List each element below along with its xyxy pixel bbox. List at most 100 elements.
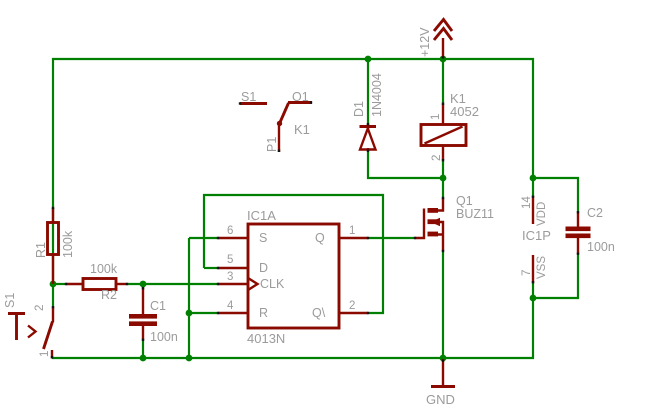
k1-value: 4052 [450, 104, 479, 119]
ic1a-label-q: Q [315, 231, 325, 245]
ic1a-pin4-num: 4 [227, 300, 234, 312]
gnd-symbol[interactable]: GND [426, 359, 455, 407]
ic1a-label-qn: Q\ [312, 306, 326, 320]
ic1a-body [246, 222, 341, 330]
d1-ref: D1 [352, 101, 366, 117]
pin-connection-ticks [50, 56, 580, 362]
c2-ref: C2 [587, 206, 603, 220]
relay-coil-k1[interactable]: K1 4052 1 2 [419, 91, 479, 161]
switch-s1[interactable]: S1 2 1 [3, 293, 55, 359]
wire-c2-top[interactable] [533, 176, 580, 212]
q1-channel-bar [427, 231, 438, 237]
k1-ref: K1 [450, 91, 466, 106]
ic1a-label-s: S [259, 231, 267, 245]
junction-dot [139, 354, 147, 362]
q1-source-lead [438, 220, 445, 251]
s1-ref: S1 [3, 293, 17, 308]
resistor-r1[interactable]: R1 100k [34, 208, 75, 284]
capacitor-c1[interactable]: C1 100n [129, 287, 178, 344]
ic1a-pin1-num: 1 [349, 225, 355, 237]
wire-left-top-rail[interactable] [51, 57, 535, 284]
wire-d-qn-loop[interactable] [202, 193, 385, 315]
contact-terminal-s: S1 [241, 90, 256, 104]
pin-tick [51, 306, 55, 309]
junction-dot [139, 280, 147, 288]
mosfet-q1[interactable]: Q1 BUZ11 [415, 194, 494, 251]
pin-tick [366, 236, 370, 240]
ic1p-vdd-num: 14 [521, 196, 533, 209]
r1-value: 100k [61, 230, 75, 258]
relay-contact-k1[interactable]: S1 O1 K1 P1 [240, 90, 312, 152]
pin-tick [441, 102, 445, 105]
junction-dot [185, 309, 193, 317]
vcc-supply[interactable]: +12V [418, 17, 454, 59]
c1-value: 100n [150, 330, 178, 344]
diode-triangle-icon [358, 125, 378, 151]
pin-tick [576, 211, 580, 214]
coil-diagonal [424, 125, 463, 145]
pin-tick [141, 338, 145, 341]
pin-tick [216, 266, 220, 270]
pin-tick [238, 102, 242, 105]
s1-actuator-arrow [27, 324, 38, 339]
pin-tick [441, 359, 445, 362]
pin-tick [531, 281, 535, 284]
junction-dot [529, 174, 537, 182]
ic1a-label-d: D [259, 261, 268, 275]
pin-tick [441, 249, 445, 253]
pin-tick [531, 195, 535, 198]
pin-tick [413, 236, 417, 240]
flipflop-ic1a[interactable]: IC1A 4013N 6 5 3 4 1 2 S D CLK R Q Q\ [218, 208, 368, 346]
ic1a-clk-wedge [247, 276, 260, 292]
s1-pin1-num: 1 [39, 351, 51, 357]
pin-tick [125, 282, 129, 286]
q1-ref: Q1 [456, 194, 473, 208]
ic1a-label-r: R [259, 306, 268, 320]
pin-tick [366, 123, 370, 126]
pin-tick [216, 282, 220, 286]
q1-gate [415, 208, 426, 240]
pin-tick [141, 287, 145, 290]
k1-pin2-num: 2 [431, 155, 443, 161]
capacitor-c2[interactable]: C2 100n [565, 206, 615, 254]
r1-ref: R1 [34, 242, 48, 258]
junction-dots [49, 55, 537, 362]
d1-value: 1N4004 [370, 73, 384, 117]
pin-tick [441, 159, 445, 162]
junction-dot [529, 294, 537, 302]
pin-tick [441, 196, 445, 200]
wire-c2-bottom[interactable] [533, 254, 580, 300]
ic1a-pin3-num: 3 [227, 271, 233, 283]
pin-tick [366, 149, 370, 152]
c1-plate-top [129, 314, 157, 319]
wire-d1-bottom[interactable] [366, 151, 443, 180]
r2-value: 100k [90, 262, 118, 276]
s1-pin2-num: 2 [34, 305, 46, 311]
q1-body-arrow [430, 217, 440, 227]
junction-dot [439, 174, 447, 182]
ic1a-value: 4013N [247, 331, 285, 346]
junction-dot [439, 354, 447, 362]
q1-value: BUZ11 [456, 207, 494, 221]
c2-plate-bottom [565, 233, 591, 239]
junction-dot [185, 354, 193, 362]
pin-tick [366, 311, 370, 315]
pin-tick [216, 236, 220, 240]
ic1a-pin6-num: 6 [227, 225, 233, 237]
q1-channel-bar [427, 208, 438, 213]
c1-ref: C1 [150, 299, 166, 313]
pin-tick [277, 149, 281, 152]
power-ic1p[interactable]: IC1P 14 VDD 7 VSS [521, 196, 551, 283]
pin-tick [216, 311, 220, 315]
ic1p-vss-num: 7 [521, 270, 533, 276]
c2-value: 100n [587, 240, 615, 254]
junction-dot [364, 55, 372, 63]
s1-lever [42, 321, 54, 350]
r2-ref: R2 [101, 288, 117, 302]
pin-tick [576, 252, 580, 255]
ic1a-pin2-num: 2 [349, 300, 355, 312]
resistor-r2[interactable]: 100k R2 [66, 262, 127, 302]
contact-terminal-p: P1 [265, 137, 279, 152]
wire-bottom-rail[interactable] [52, 283, 535, 360]
